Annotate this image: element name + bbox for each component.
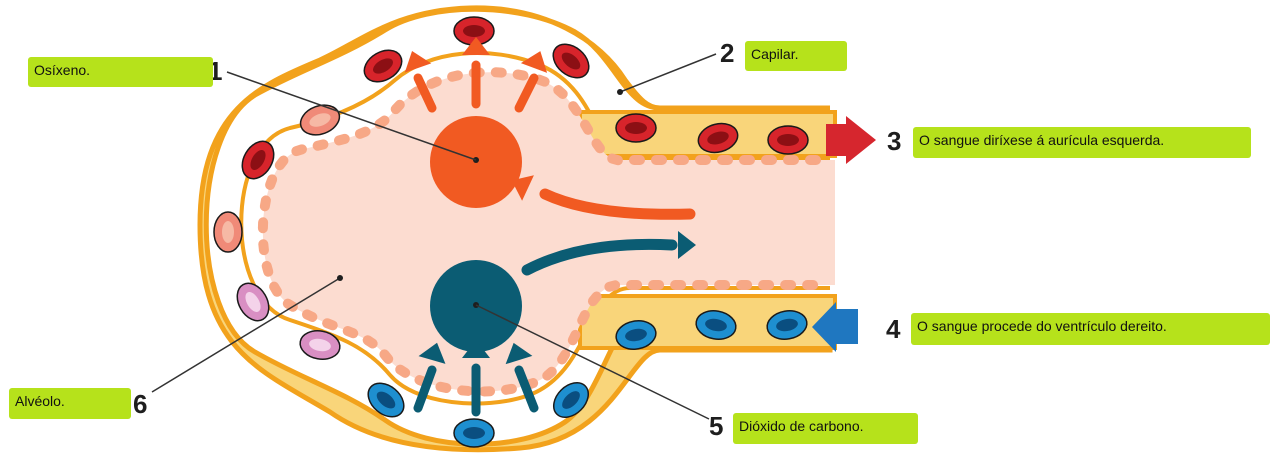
- blood-cell: [616, 114, 656, 142]
- wall-segment: [479, 386, 495, 396]
- cell-center: [463, 427, 485, 439]
- wall-segment: [736, 280, 752, 290]
- wall-segment: [651, 155, 667, 165]
- cell-center: [222, 221, 234, 243]
- blood-cell: [214, 212, 242, 252]
- wall-segment: [761, 155, 777, 165]
- cell-center: [777, 134, 799, 146]
- wall-segment: [714, 280, 730, 290]
- label-oxygen: Osíxeno.: [28, 57, 213, 87]
- wall-segment: [805, 155, 821, 165]
- wall-segment: [717, 155, 733, 165]
- blood-cell: [768, 126, 808, 154]
- wall-segment: [780, 280, 796, 290]
- leader-line: [620, 54, 716, 92]
- alveolus-point: [337, 275, 343, 281]
- label-number-3: 3: [887, 128, 901, 154]
- cell-center: [625, 122, 647, 134]
- wall-segment: [491, 67, 507, 78]
- wall-segment: [673, 155, 689, 165]
- wall-segment: [783, 155, 799, 165]
- wall-segment: [648, 280, 664, 290]
- label-to-left-atrium: O sangue diríxese á aurícula esquerda.: [913, 127, 1251, 158]
- wall-segment: [670, 280, 686, 290]
- wall-segment: [629, 155, 645, 165]
- wall-segment: [258, 217, 269, 233]
- capillary-point: [617, 89, 623, 95]
- wall-segment: [739, 155, 755, 165]
- blood-cell: [454, 419, 494, 447]
- cell-center: [463, 25, 485, 37]
- wall-segment: [802, 280, 818, 290]
- label-carbon-dioxide: Dióxido de carbono.: [733, 413, 918, 444]
- label-capillary: Capilar.: [745, 41, 847, 71]
- label-number-4: 4: [886, 316, 900, 342]
- wall-segment: [758, 280, 774, 290]
- label-alveolus: Alvéolo.: [9, 388, 131, 419]
- wall-segment: [695, 155, 711, 165]
- wall-segment: [626, 280, 642, 290]
- wall-segment: [692, 280, 708, 290]
- label-from-right-ventricle: O sangue procede do ventrículo dereito.: [911, 313, 1270, 345]
- label-number-2: 2: [720, 40, 734, 66]
- label-number-5: 5: [709, 413, 723, 439]
- label-number-6: 6: [133, 391, 147, 417]
